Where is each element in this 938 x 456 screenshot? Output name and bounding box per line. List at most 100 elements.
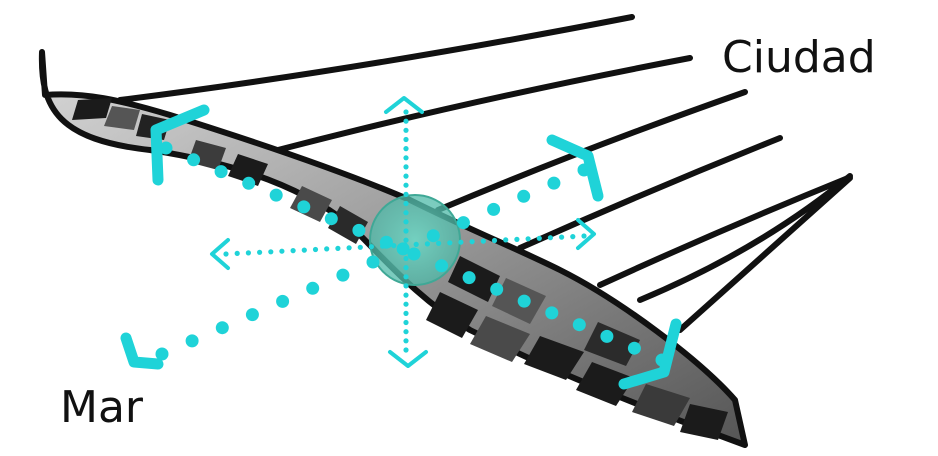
- ribbon-tile: [632, 384, 690, 426]
- ribbon-tile: [524, 336, 584, 380]
- horizontal-direction-dot: [301, 247, 307, 253]
- horizontal-direction-dot: [324, 246, 330, 252]
- diagonal-direction-dot: [155, 347, 169, 361]
- horizontal-direction-dot: [223, 251, 229, 257]
- ribbon-tile: [680, 404, 728, 440]
- coastline-direction-dot: [324, 212, 338, 226]
- coastline-direction-dot: [627, 341, 641, 355]
- ribbon-tile: [228, 154, 268, 186]
- street-line-6: [637, 173, 853, 303]
- coastline-direction-dot: [242, 176, 256, 190]
- horizontal-direction-dot: [268, 249, 274, 255]
- vertical-direction-dot: [403, 127, 409, 133]
- direction-chevrons: [120, 96, 682, 390]
- coastline-direction-dot: [462, 271, 476, 285]
- vertical-direction-dot: [403, 237, 409, 243]
- horizontal-direction-dot: [436, 240, 442, 246]
- diagonal-direction-dot: [396, 242, 410, 256]
- city-label: Ciudad: [722, 32, 876, 83]
- coastline-direction-dot: [572, 318, 586, 332]
- horizontal-direction-dot: [525, 236, 531, 242]
- ribbon-tile: [72, 98, 112, 120]
- vertical-direction-dot: [403, 118, 409, 124]
- chevron-down-left-icon: [120, 332, 164, 370]
- chevron-down-icon: [388, 350, 428, 368]
- vertical-direction-dot: [403, 191, 409, 197]
- diagonal-direction-dot: [245, 308, 259, 322]
- vertical-direction-dot: [403, 109, 409, 115]
- vertical-direction-dot: [403, 228, 409, 234]
- horizontal-direction-dot: [413, 241, 419, 247]
- diagonal-direction-dot: [366, 255, 380, 269]
- horizontal-direction-dot: [503, 237, 509, 243]
- horizontal-direction-dot: [447, 240, 453, 246]
- chevron-left-icon: [210, 238, 230, 270]
- diagonal-direction-dot: [517, 189, 531, 203]
- vertical-direction-dot: [403, 219, 409, 225]
- sea-label: Mar: [60, 382, 144, 433]
- horizontal-direction-dot: [279, 248, 285, 254]
- coastline-direction-dot: [269, 188, 283, 202]
- coastline-direction-dot: [214, 165, 228, 179]
- horizontal-direction-dot: [514, 236, 520, 242]
- vertical-direction-dot: [403, 292, 409, 298]
- horizontal-direction-dot: [536, 235, 542, 241]
- diagonal-direction-dot: [276, 294, 290, 308]
- horizontal-direction-dot: [357, 244, 363, 250]
- vertical-direction-dot: [403, 338, 409, 344]
- diagonal-direction-dot: [426, 229, 440, 243]
- vertical-direction-dot: [403, 155, 409, 161]
- vertical-direction-dot: [403, 136, 409, 143]
- horizontal-direction-dot: [491, 237, 498, 244]
- coastline-direction-dot: [435, 259, 449, 273]
- horizontal-direction-dot: [469, 239, 475, 245]
- street-line-4: [517, 135, 783, 251]
- diagonal-direction-dot: [456, 216, 470, 230]
- direction-dots: [155, 109, 669, 367]
- chevron-up-right-icon: [546, 134, 604, 202]
- coastline-direction-dot: [517, 294, 531, 308]
- diagonal-direction-dot: [336, 268, 350, 282]
- coastline-direction-dot: [545, 306, 559, 320]
- vertical-direction-dot: [403, 210, 409, 216]
- horizontal-direction-dot: [559, 234, 565, 240]
- coastline-direction-dot: [297, 200, 311, 214]
- street-line-2: [275, 55, 693, 153]
- horizontal-direction-dot: [290, 248, 296, 254]
- horizontal-direction-dot: [312, 246, 319, 253]
- vertical-direction-dot: [403, 146, 409, 152]
- horizontal-direction-dot: [234, 250, 240, 256]
- diagonal-direction-dot: [306, 281, 320, 295]
- ribbon-tile: [426, 292, 478, 338]
- horizontal-direction-dot: [581, 233, 587, 239]
- coastline-direction-dot: [159, 141, 173, 155]
- ribbon-tile: [290, 186, 332, 222]
- ribbon-tile: [576, 362, 634, 406]
- vertical-direction-dot: [403, 255, 409, 262]
- coastline-direction-dot: [600, 329, 614, 343]
- chevron-up-icon: [384, 96, 424, 114]
- bracket-left-icon: [150, 104, 210, 186]
- vertical-direction-dot: [403, 283, 409, 289]
- horizontal-direction-dot: [424, 241, 430, 247]
- horizontal-direction-dot: [368, 244, 374, 250]
- horizontal-direction-dot: [335, 245, 341, 251]
- vertical-direction-dot: [403, 164, 409, 170]
- horizontal-direction-dot: [245, 250, 251, 256]
- ribbon-tile: [104, 106, 140, 130]
- vertical-direction-dot: [403, 274, 409, 280]
- vertical-direction-dot: [403, 200, 409, 207]
- ribbon-tile: [470, 316, 530, 362]
- diagonal-direction-dot: [215, 321, 229, 335]
- vertical-direction-dot: [403, 347, 409, 353]
- horizontal-direction-dot: [257, 249, 263, 255]
- ribbon-tile: [584, 322, 640, 366]
- diagonal-direction-dot: [547, 176, 561, 190]
- horizontal-direction-dot: [547, 235, 554, 241]
- diagonal-direction-dot: [185, 334, 199, 348]
- horizontal-direction-dot: [458, 239, 464, 245]
- coastline-direction-dot: [490, 282, 504, 296]
- vertical-direction-dot: [403, 301, 409, 307]
- chevron-right-icon: [576, 218, 596, 250]
